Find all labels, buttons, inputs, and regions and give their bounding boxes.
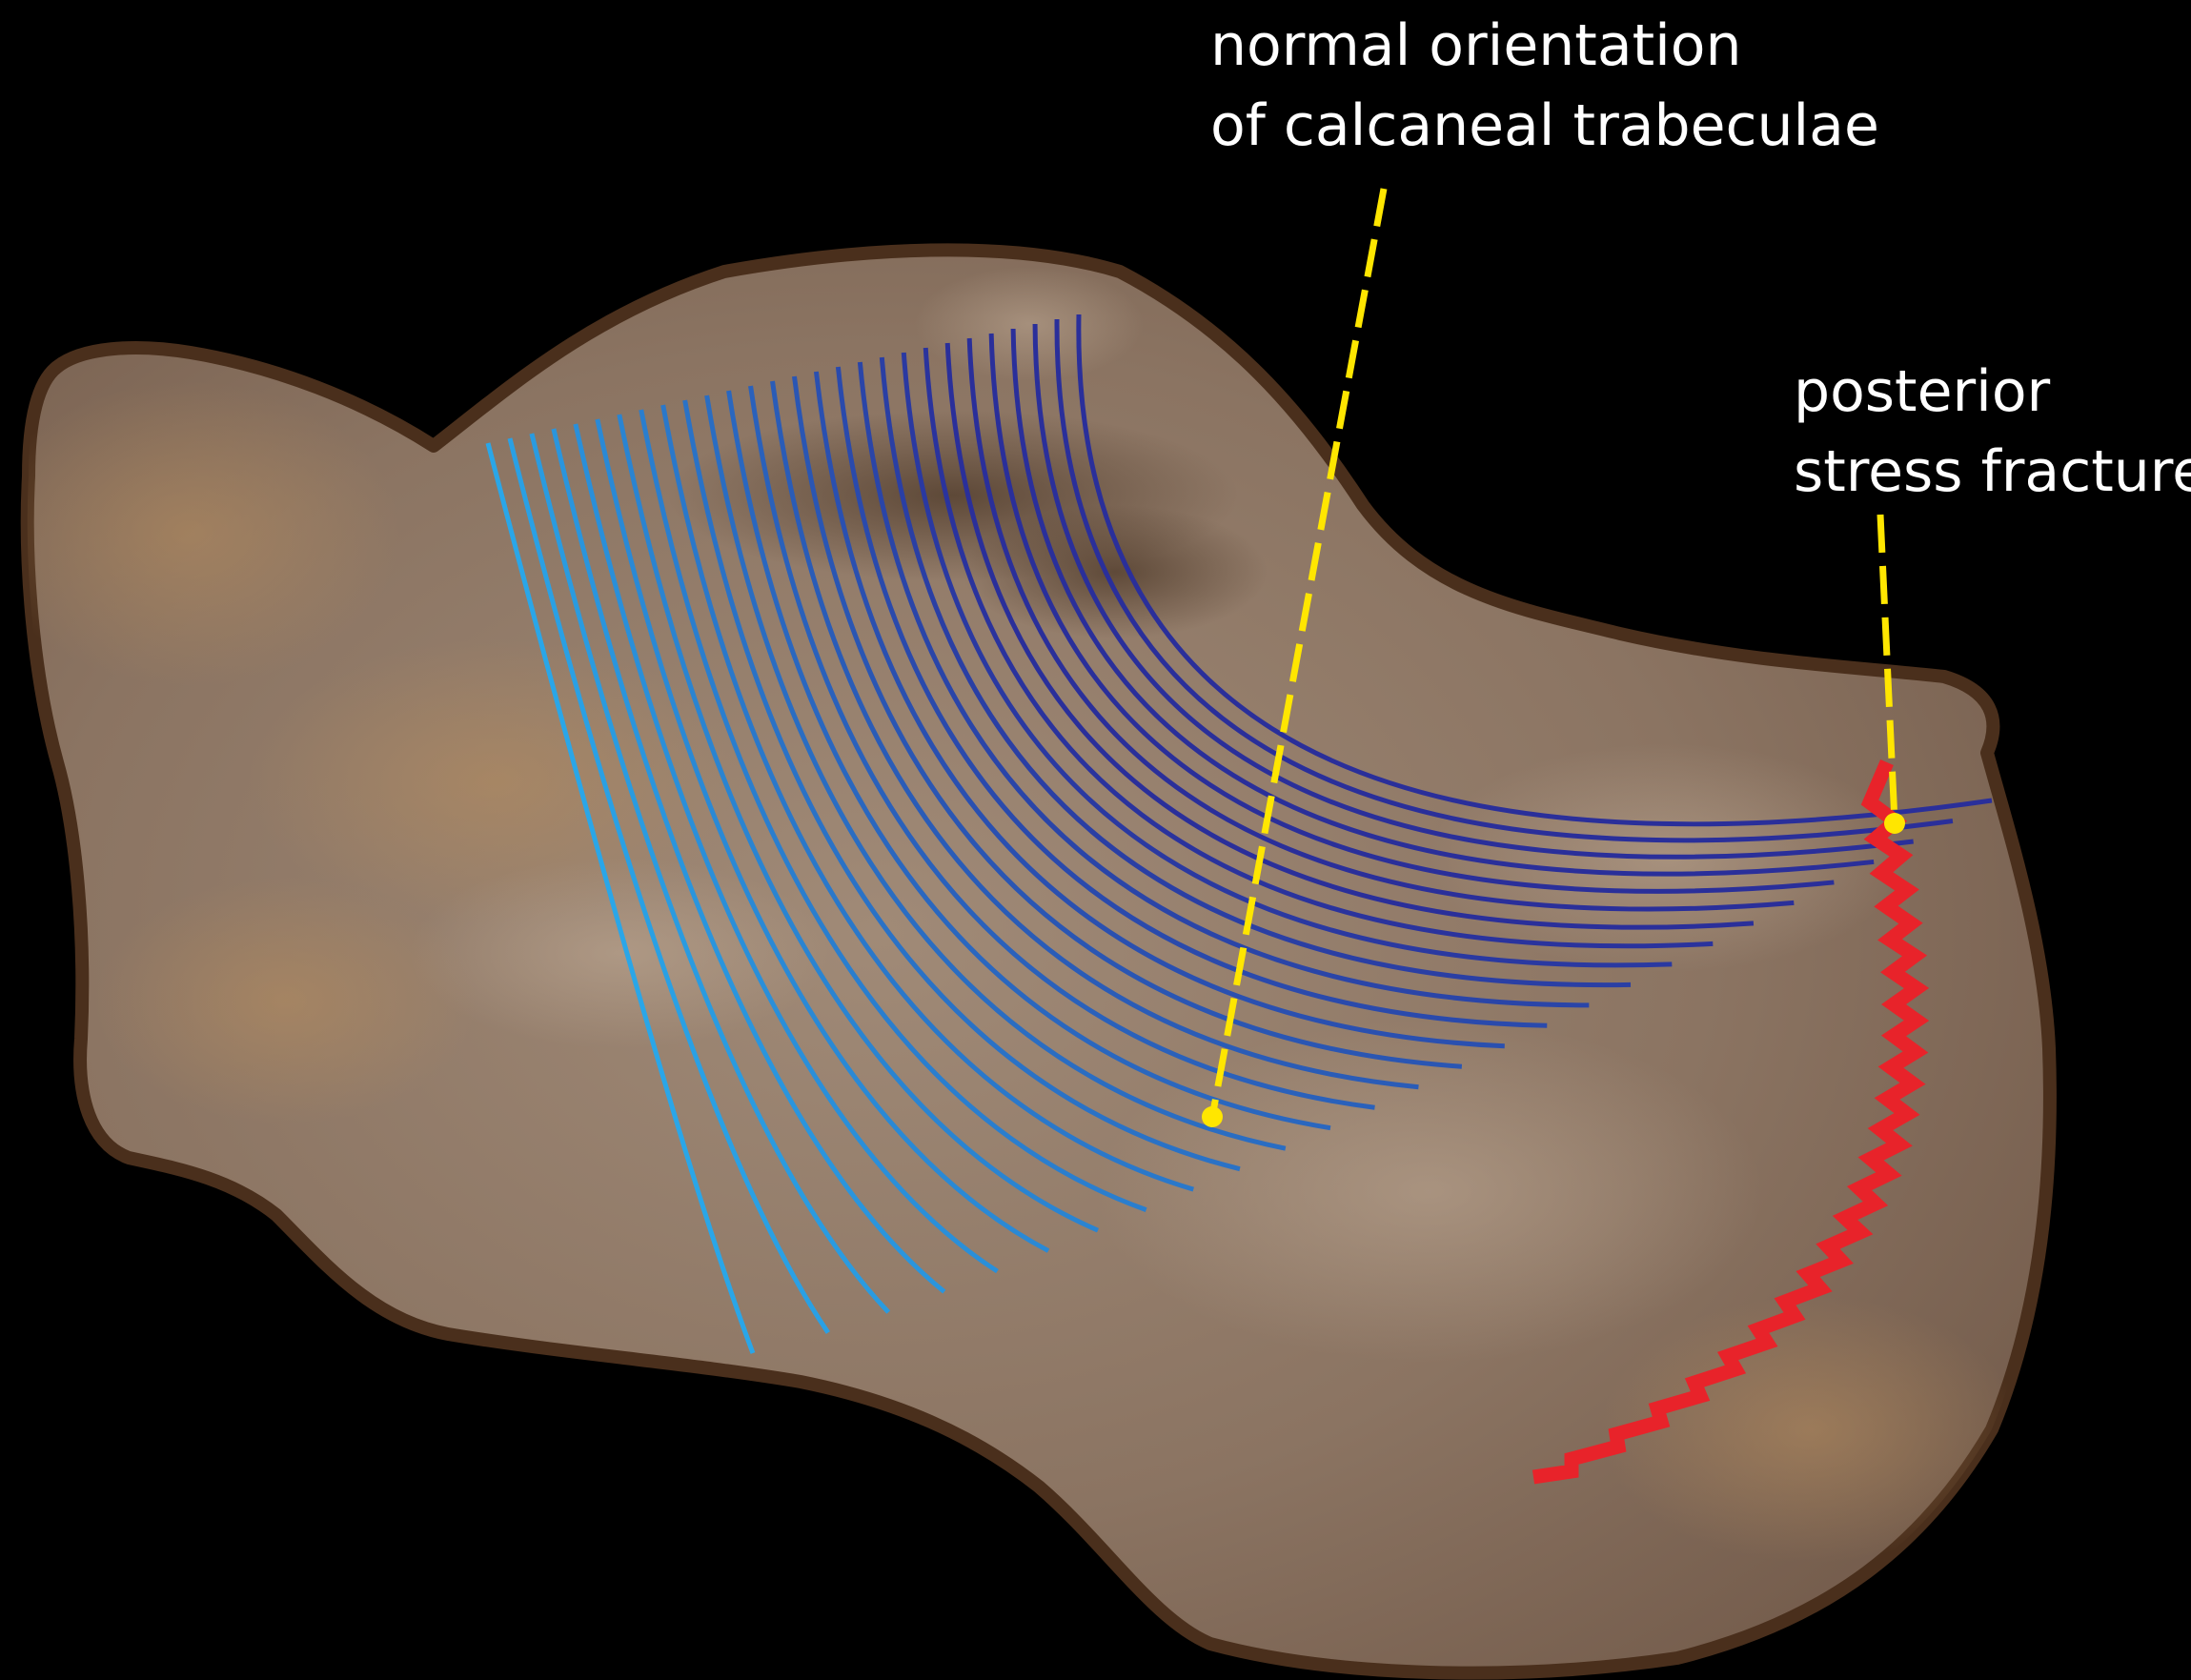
label-fracture-line2: stress fracture (1794, 432, 2191, 512)
label-trabeculae-line1: normal orientation (1210, 6, 1879, 86)
label-fracture-line1: posterior (1794, 352, 2191, 432)
fracture-pointer-dot (1884, 813, 1905, 834)
label-trabeculae-line2: of calcaneal trabeculae (1210, 86, 1879, 166)
trabeculae-pointer-dot (1202, 1106, 1223, 1127)
label-posterior-stress-fracture: posterior stress fracture (1794, 352, 2191, 512)
label-calcaneal-trabeculae: normal orientation of calcaneal trabecul… (1210, 6, 1879, 166)
